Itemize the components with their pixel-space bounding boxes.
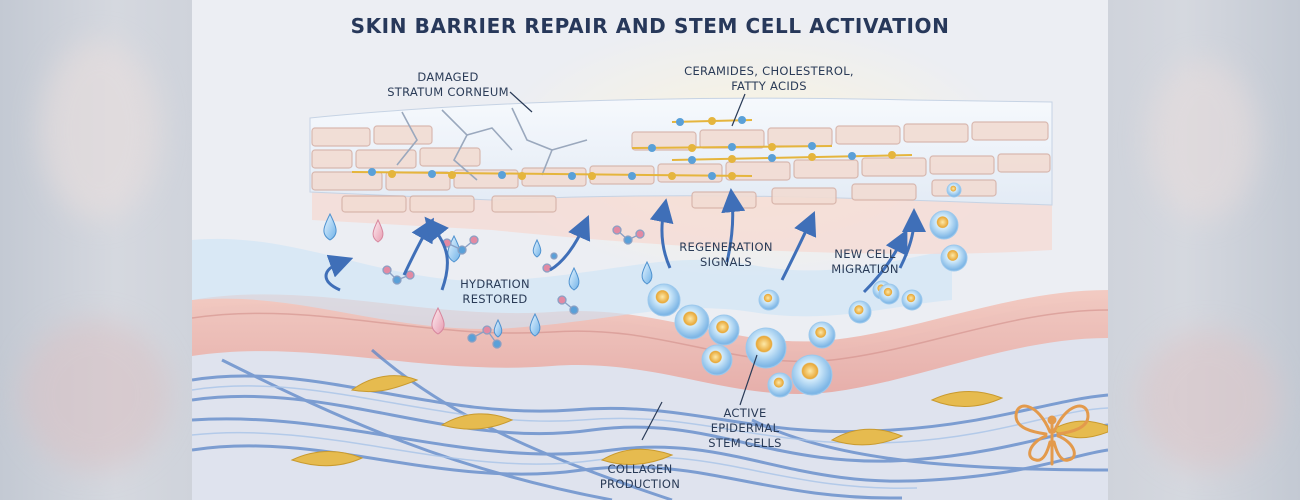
- stem-cell-icon: [647, 182, 968, 398]
- surface-cracks: [396, 107, 588, 181]
- water-drop-icon: [323, 212, 653, 338]
- page-title: SKIN BARRIER REPAIR AND STEM CELL ACTIVA…: [350, 14, 950, 38]
- callout-lines: [509, 91, 758, 441]
- label-line: RESTORED: [462, 292, 528, 306]
- label-line: STEM CELLS: [708, 436, 782, 450]
- fibroblast-cells: [290, 375, 1108, 467]
- butterfly-logo-icon: [1014, 404, 1090, 466]
- label-line: HYDRATION: [460, 277, 530, 291]
- lipid-molecules: [368, 116, 896, 180]
- skin-diagram-illustration: [192, 0, 1108, 500]
- label-line: ACTIVE: [723, 406, 767, 420]
- arrow-up-icon: [324, 188, 926, 294]
- label-damaged-stratum-corneum: DAMAGED STRATUM CORNEUM: [378, 70, 518, 100]
- label-line: NEW CELL: [834, 247, 896, 261]
- label-line: STRATUM CORNEUM: [387, 85, 509, 99]
- label-line: EPIDERMAL: [710, 421, 780, 435]
- label-line: PRODUCTION: [599, 477, 681, 491]
- right-blur-margin: [1108, 0, 1300, 500]
- label-collagen-production: COLLAGEN PRODUCTION: [590, 462, 690, 492]
- label-line: CERAMIDES, CHOLESTEROL,: [684, 64, 854, 78]
- label-active-stem-cells: ACTIVE EPIDERMAL STEM CELLS: [685, 406, 805, 451]
- label-hydration-restored: HYDRATION RESTORED: [440, 277, 550, 307]
- label-line: MIGRATION: [831, 262, 899, 276]
- left-blur-margin: [0, 0, 192, 500]
- label-new-cell-migration: NEW CELL MIGRATION: [810, 247, 920, 277]
- corneocyte-bricks: [311, 121, 1051, 213]
- label-regeneration-signals: REGENERATION SIGNALS: [666, 240, 786, 270]
- diagram-panel: SKIN BARRIER REPAIR AND STEM CELL ACTIVA…: [192, 0, 1108, 500]
- label-line: COLLAGEN: [607, 462, 673, 476]
- label-line: SIGNALS: [700, 255, 752, 269]
- label-line: REGENERATION: [679, 240, 773, 254]
- label-line: DAMAGED: [417, 70, 479, 84]
- label-line: FATTY ACIDS: [731, 79, 807, 93]
- label-lipids: CERAMIDES, CHOLESTEROL, FATTY ACIDS: [679, 64, 859, 94]
- molecule-icon: [382, 225, 645, 349]
